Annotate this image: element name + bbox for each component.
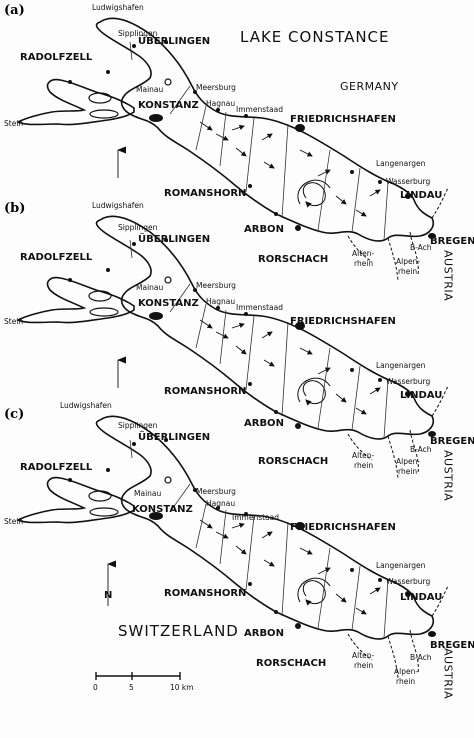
place-arbon-c: ARBON bbox=[244, 628, 284, 639]
place-altenrhein-1-b: Alten- bbox=[352, 451, 375, 460]
place-friedrichshafen-b: FRIEDRICHSHAFEN bbox=[290, 316, 396, 327]
place-altenrhein-2: rhein bbox=[354, 259, 373, 268]
place-bregenz-b: BREGENZ bbox=[430, 436, 474, 447]
place-romanshorn-b: ROMANSHORN bbox=[164, 386, 246, 397]
place-bach-b: B-Ach bbox=[410, 445, 432, 454]
place-altenrhein-1-c: Alten- bbox=[352, 651, 375, 660]
place-langenargen: Langenargen bbox=[376, 159, 426, 168]
scale-tick-5: 5 bbox=[129, 683, 134, 692]
place-alpenrhein-2-b: rhein bbox=[398, 467, 417, 476]
scale-tick-10: 10 km bbox=[170, 683, 194, 692]
place-rorschach-b: RORSCHACH bbox=[258, 456, 328, 467]
place-rorschach: RORSCHACH bbox=[258, 254, 328, 265]
place-bregenz: BREGENZ bbox=[430, 236, 474, 247]
place-alpenrhein-2-c: rhein bbox=[396, 677, 415, 686]
place-immenstaad-c: Immenstaad bbox=[232, 513, 279, 522]
scale-tick-0: 0 bbox=[93, 683, 98, 692]
place-alpenrhein-1: Alpen- bbox=[396, 257, 420, 266]
place-uberlingen-b: ÜBERLINGEN bbox=[138, 231, 210, 245]
map-title: LAKE CONSTANCE bbox=[240, 28, 390, 46]
place-altenrhein-2-b: rhein bbox=[354, 461, 373, 470]
place-immenstaad-b: Immenstaad bbox=[236, 303, 283, 312]
place-friedrichshafen-c: FRIEDRICHSHAFEN bbox=[290, 522, 396, 533]
place-sipplingen: Sipplingen bbox=[118, 29, 158, 38]
place-sipplingen-b: Sipplingen bbox=[118, 223, 158, 232]
place-lindau-b: LINDAU bbox=[400, 390, 442, 401]
scale-bar: 0 5 10 km bbox=[93, 672, 194, 692]
place-langenargen-b: Langenargen bbox=[376, 361, 426, 370]
place-hagnau-b: Hagnau bbox=[206, 297, 235, 306]
panel-a: (a) Ludwigshafen Sipplingen ÜBERLINGEN R… bbox=[4, 3, 474, 301]
place-ludwigshafen-b: Ludwigshafen bbox=[92, 201, 144, 210]
place-mainau: Mainau bbox=[136, 85, 164, 94]
country-austria-c: AUSTRIA bbox=[442, 648, 455, 699]
place-wasserburg-c: Wasserburg bbox=[386, 577, 431, 586]
panel-b-label: (b) bbox=[4, 201, 25, 216]
place-stein-c: Stein bbox=[4, 517, 23, 526]
place-radolfzell-c: RADOLFZELL bbox=[20, 462, 93, 473]
place-meersburg-c: Meersburg bbox=[196, 487, 236, 496]
country-switzerland: SWITZERLAND bbox=[118, 622, 239, 640]
place-stein-b: Stein bbox=[4, 317, 23, 326]
place-altenrhein-2-c: rhein bbox=[354, 661, 373, 670]
place-konstanz-c: KONSTANZ bbox=[132, 504, 193, 515]
place-stein: Stein bbox=[4, 119, 23, 128]
place-romanshorn-c: ROMANSHORN bbox=[164, 588, 246, 599]
north-label: N bbox=[104, 590, 112, 601]
place-lindau: LINDAU bbox=[400, 190, 442, 201]
place-wasserburg-b: Wasserburg bbox=[386, 377, 431, 386]
place-meersburg: Meersburg bbox=[196, 83, 236, 92]
place-arbon: ARBON bbox=[244, 224, 284, 235]
place-sipplingen-c: Sipplingen bbox=[118, 421, 158, 430]
place-wasserburg: Wasserburg bbox=[386, 177, 431, 186]
country-austria-a: AUSTRIA bbox=[442, 250, 455, 301]
place-ludwigshafen-c: Ludwigshafen bbox=[60, 401, 112, 410]
place-arbon-b: ARBON bbox=[244, 418, 284, 429]
panel-a-label: (a) bbox=[4, 3, 25, 18]
place-altenrhein-1: Alten- bbox=[352, 249, 375, 258]
place-alpenrhein-1-c: Alpen- bbox=[394, 667, 418, 676]
place-bregenz-c: BREGENZ bbox=[430, 640, 474, 651]
place-ludwigshafen: Ludwigshafen bbox=[92, 3, 144, 12]
place-uberlingen: ÜBERLINGEN bbox=[138, 33, 210, 47]
place-lindau-c: LINDAU bbox=[400, 592, 442, 603]
place-romanshorn: ROMANSHORN bbox=[164, 188, 246, 199]
place-radolfzell: RADOLFZELL bbox=[20, 52, 93, 63]
place-uberlingen-c: ÜBERLINGEN bbox=[138, 429, 210, 443]
panel-c-label: (c) bbox=[4, 407, 24, 422]
place-immenstaad: Immenstaad bbox=[236, 105, 283, 114]
place-mainau-b: Mainau bbox=[136, 283, 164, 292]
place-alpenrhein-1-b: Alpen- bbox=[396, 457, 420, 466]
place-hagnau-c: Hagnau bbox=[206, 499, 235, 508]
country-austria-b: AUSTRIA bbox=[442, 450, 455, 501]
place-konstanz: KONSTANZ bbox=[138, 100, 199, 111]
place-bach-c: B-Ach bbox=[410, 653, 432, 662]
place-friedrichshafen: FRIEDRICHSHAFEN bbox=[290, 114, 396, 125]
place-radolfzell-b: RADOLFZELL bbox=[20, 252, 93, 263]
country-germany: GERMANY bbox=[340, 80, 399, 93]
place-mainau-c: Mainau bbox=[134, 489, 162, 498]
place-langenargen-c: Langenargen bbox=[376, 561, 426, 570]
place-meersburg-b: Meersburg bbox=[196, 281, 236, 290]
place-hagnau: Hagnau bbox=[206, 99, 235, 108]
panel-b: (b) Ludwigshafen Sipplingen ÜBERLINGEN R… bbox=[4, 201, 474, 501]
panel-c: (c) Ludwigshafen Sipplingen ÜBERLINGEN R… bbox=[4, 401, 474, 699]
place-konstanz-b: KONSTANZ bbox=[138, 298, 199, 309]
place-alpenrhein-2: rhein bbox=[398, 267, 417, 276]
place-bach: B-Ach bbox=[410, 243, 432, 252]
place-rorschach-c: RORSCHACH bbox=[256, 658, 326, 669]
